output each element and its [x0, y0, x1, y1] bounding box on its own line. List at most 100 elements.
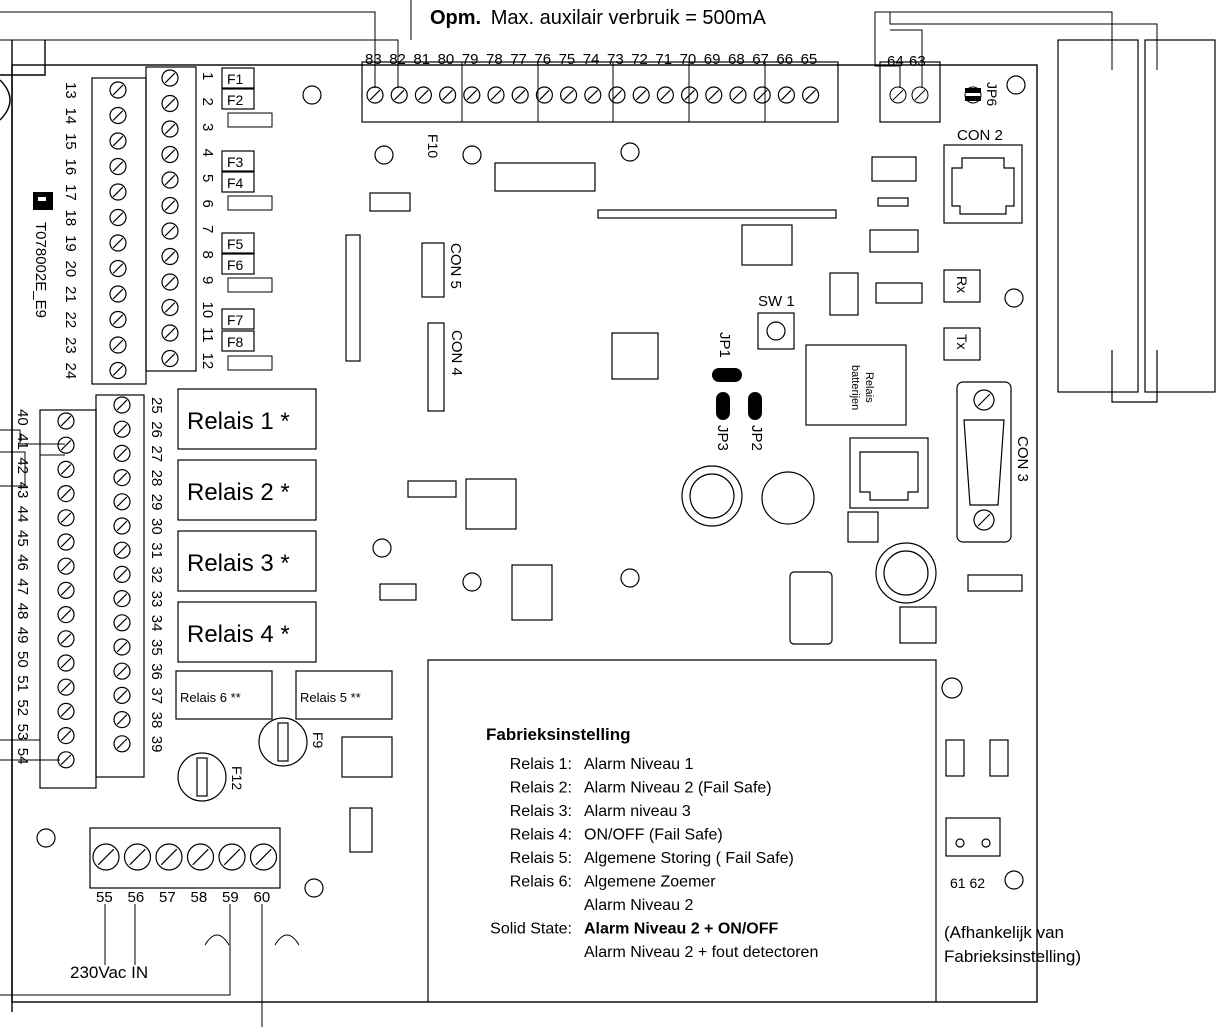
rx-tx-optos — [943, 269, 981, 361]
fuse-holders — [177, 717, 308, 802]
mid-terminal-label: 29 — [148, 494, 165, 511]
left-outer-terminal-label: 18 — [62, 210, 79, 227]
far-left-terminal-label: 43 — [14, 482, 31, 499]
top-terminal-label: 69 — [704, 51, 721, 68]
afhankelijk-line-2: Fabrieksinstelling) — [944, 947, 1081, 966]
relay-box — [177, 530, 317, 592]
fuse-label: F2 — [227, 92, 244, 108]
far-left-terminal-label: 40 — [14, 409, 31, 426]
sw1-label: SW 1 — [758, 293, 795, 310]
top-terminal-label: 78 — [486, 51, 503, 68]
mid-terminal-label: 35 — [148, 639, 165, 656]
top-terminal-label: 75 — [559, 51, 576, 68]
far-left-terminal-label: 45 — [14, 530, 31, 547]
mid-terminal-label: 30 — [148, 518, 165, 535]
fuse-label: F1 — [227, 71, 244, 87]
factory-row-key: Solid State: — [490, 921, 572, 938]
relay-label: Relais 4 * — [187, 621, 290, 648]
left-terminal-blocks — [91, 66, 197, 385]
far-left-terminal-label: 50 — [14, 651, 31, 668]
top-terminal-label: 73 — [607, 51, 624, 68]
con2-label: CON 2 — [957, 127, 1003, 144]
small-relay-label: Relais 5 ** — [300, 690, 361, 705]
top-terminal-label: 79 — [462, 51, 479, 68]
left-outer-terminal-label: 15 — [62, 133, 79, 150]
bottom-terminal-label: 56 — [128, 889, 145, 906]
relais-batterijen-box — [805, 344, 907, 426]
factory-title: Fabrieksinstelling — [486, 725, 631, 744]
mid-terminal-label: 34 — [148, 615, 165, 632]
con3-label: CON 3 — [1014, 436, 1031, 482]
left-inner-terminal-label: 4 — [199, 149, 216, 157]
fuse-label: F8 — [227, 334, 244, 350]
mid-terminal-label: 28 — [148, 470, 165, 487]
mid-terminal-label: 33 — [148, 591, 165, 608]
con4-label: CON 4 — [448, 330, 465, 376]
factory-panel-outline — [427, 659, 937, 1002]
left-wires — [0, 429, 65, 761]
small-relays: Relais 6 ** Relais 5 ** — [175, 670, 393, 720]
mid-terminal-label: 37 — [148, 687, 165, 704]
top-terminal-label: 81 — [413, 51, 430, 68]
left-inner-terminal-label: 7 — [199, 225, 216, 233]
doc-code: T078002E_E9 — [32, 222, 49, 318]
ics-and-components — [341, 156, 1023, 853]
top-terminal-label: 83 — [365, 51, 382, 68]
top-terminal-label: 80 — [438, 51, 455, 68]
relays: Relais 1 *Relais 2 *Relais 3 *Relais 4 * — [177, 388, 317, 663]
mounting-rails — [1057, 39, 1216, 403]
jp6-jumper: JP6 — [964, 82, 1000, 106]
left-inner-terminal-label: 11 — [199, 327, 216, 343]
factory-row-value: Alarm Niveau 2 + fout detectoren — [584, 944, 818, 961]
left-outer-terminal-label: 13 — [62, 82, 79, 99]
factory-row-key: Relais 6: — [510, 874, 572, 891]
mid-terminal-label: 36 — [148, 663, 165, 680]
far-left-terminal-label: 42 — [14, 457, 31, 474]
mid-terminal-label: 38 — [148, 712, 165, 729]
left-inner-terminal-label: 12 — [199, 353, 216, 370]
left-inner-terminal-label: 6 — [199, 200, 216, 208]
fuse-label: F7 — [227, 312, 244, 328]
mounting-holes — [36, 75, 1026, 898]
left-outer-terminal-label: 23 — [62, 337, 79, 354]
relay-box — [177, 601, 317, 663]
top-terminal-label: 82 — [389, 51, 406, 68]
left-inner-terminal-label: 8 — [199, 251, 216, 259]
factory-row-key: Relais 2: — [510, 780, 572, 797]
small-relay-label: Relais 6 ** — [180, 690, 241, 705]
top-wires — [0, 0, 1158, 88]
fuse-label: F3 — [227, 154, 244, 170]
far-left-terminal-label: 46 — [14, 554, 31, 571]
con4-connector — [427, 322, 445, 412]
mid-terminal-label: 31 — [148, 542, 165, 559]
pcb-outline — [0, 40, 1038, 1012]
factory-row-value: Alarm Niveau 1 — [584, 756, 693, 773]
terminal-61-62 — [945, 817, 1001, 857]
factory-row-key: Relais 1: — [510, 756, 572, 773]
jp2-label: JP2 — [748, 425, 765, 451]
factory-settings-list: Relais 1: Alarm Niveau 1 Relais 2: Alarm Ni… — [490, 756, 818, 961]
factory-row-value: Alarm Niveau 2 + ON/OFF — [584, 921, 779, 938]
far-left-terminal-label: 41 — [14, 433, 31, 450]
relais-batterijen-label-2: batterijen — [849, 365, 861, 410]
top-note: Opm. Max. auxilair verbruik = 500mA — [430, 7, 766, 29]
top-terminal-label: 76 — [534, 51, 551, 68]
left-outer-terminal-label: 20 — [62, 261, 79, 278]
con5-connector — [421, 242, 445, 298]
left-inner-terminal-label: 10 — [199, 302, 216, 319]
afhankelijk-line-1: (Afhankelijk van — [944, 923, 1064, 942]
small-relay-box — [175, 670, 273, 720]
fuse-label: F5 — [227, 236, 244, 252]
mid-terminal-label: 26 — [148, 421, 165, 438]
left-outer-terminal-label: 24 — [62, 363, 79, 380]
left-inner-terminal-label: 2 — [199, 98, 216, 106]
top-terminal-label: 74 — [583, 51, 600, 68]
relay-label: Relais 1 * — [187, 408, 290, 435]
far-left-terminal-label: 54 — [14, 748, 31, 765]
bottom-terminal-block — [89, 827, 281, 889]
tx-label: Tx — [954, 334, 970, 350]
